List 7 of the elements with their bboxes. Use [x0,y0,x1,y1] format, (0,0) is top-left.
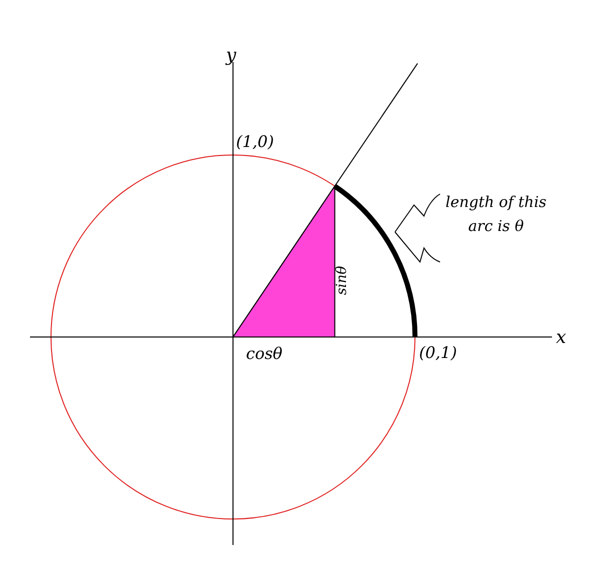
side-label: cosθ [246,343,282,365]
callout-text: length of this arc is θ [444,192,548,237]
point-label: (0,1) [419,342,457,364]
point-label: (1,0) [236,131,274,153]
side-label: sinθ [333,266,352,296]
axis-label: x [556,326,566,350]
axis-label: y [226,44,236,68]
